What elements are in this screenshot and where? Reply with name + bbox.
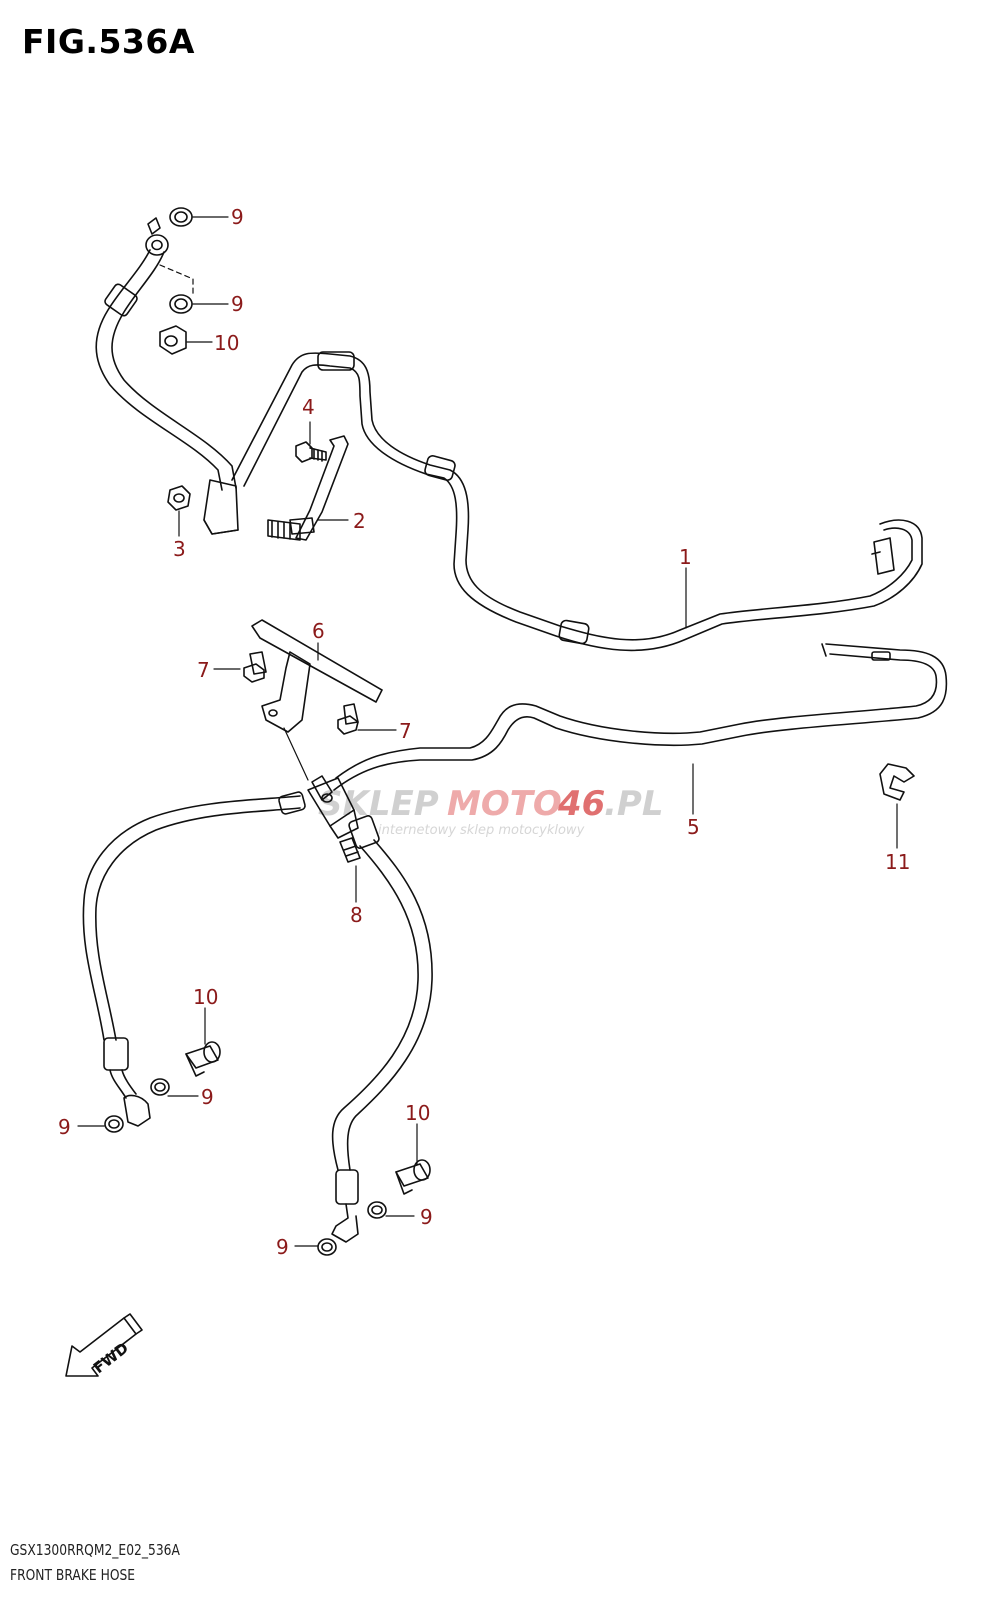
brake-hose-upper [95,217,923,652]
callout-9: 9 [420,1205,433,1229]
washers-top [159,207,193,355]
callout-3: 3 [173,537,186,561]
banjo-bolt-left [185,1041,221,1077]
callouts: 9 9 10 4 2 3 1 6 7 7 5 8 11 10 9 9 10 9 … [58,205,910,1259]
brake-pipe-5 [333,643,948,791]
callout-5: 5 [687,815,700,839]
model-code: GSX1300RRQM2_E02_536A [10,1541,180,1559]
bolt-7a [243,651,267,683]
callout-4: 4 [302,395,315,419]
clamp-11 [879,763,915,801]
callout-2: 2 [353,509,366,533]
fwd-label: FWD [90,1339,132,1377]
callout-1: 1 [679,545,692,569]
brake-hose-right [331,815,433,1243]
callout-7: 7 [399,719,412,743]
hose-joint [307,775,359,839]
callout-9: 9 [276,1235,289,1259]
banjo-bolt-right [395,1159,431,1195]
bolt-7b [337,703,359,735]
watermark-text-d: .PL [604,784,664,824]
leader-lines [77,216,898,1247]
bracket-6 [251,619,383,733]
washers-left [104,1078,170,1133]
nut-3 [167,485,191,511]
callout-10: 10 [193,985,218,1009]
callout-9: 9 [231,205,244,229]
callout-8: 8 [350,903,363,927]
bolt-8 [339,837,361,863]
watermark-text-b: MOTO [447,784,562,824]
callout-9: 9 [231,292,244,316]
callout-9: 9 [58,1115,71,1139]
figure-title: FIG.536A [22,22,195,61]
callout-7: 7 [197,658,210,682]
washers-right [317,1201,387,1256]
figure-name: FRONT BRAKE HOSE [10,1566,136,1584]
watermark: SKLEP MOTO 46 .PL internetowy sklep moto… [318,784,664,838]
callout-6: 6 [312,619,325,643]
watermark-subtitle: internetowy sklep motocyklowy [378,823,585,838]
watermark-text-a: SKLEP [318,784,439,824]
fwd-arrow-icon: FWD [65,1313,143,1377]
callout-10: 10 [405,1101,430,1125]
bolt-4 [295,441,327,463]
watermark-text-c: 46 [557,784,605,824]
callout-9: 9 [201,1085,214,1109]
callout-10: 10 [214,331,239,355]
callout-11: 11 [885,850,910,874]
hose-bracket-2 [267,435,349,541]
brake-hose-left [82,791,306,1127]
